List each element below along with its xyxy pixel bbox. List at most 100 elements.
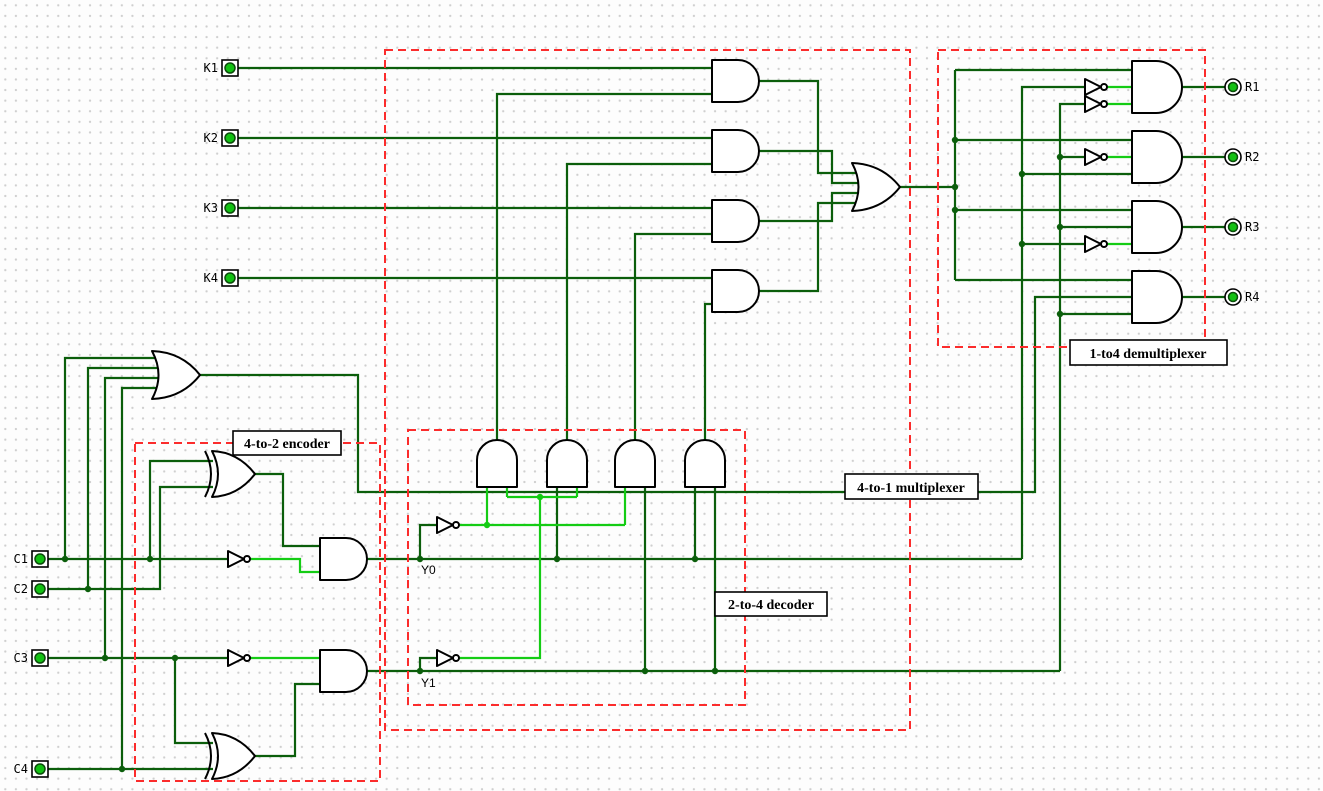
decoder-and-gate-3 — [614, 439, 656, 488]
demux-not-gate-2 — [1084, 95, 1108, 113]
wire — [418, 523, 437, 559]
pin-state-indicator — [34, 763, 46, 775]
wire — [103, 376, 162, 658]
input-pin-k2[interactable] — [221, 129, 239, 147]
mux-and-gate-3 — [711, 199, 760, 243]
pin-state-indicator — [34, 652, 46, 664]
pin-state-indicator — [1227, 151, 1239, 163]
wire — [63, 356, 162, 559]
pin-state-indicator — [34, 553, 46, 565]
encoder-xor-gate-top — [204, 450, 256, 498]
mux-and-gate-2 — [711, 129, 760, 173]
output-pin-r2 — [1224, 148, 1242, 166]
pin-label-c1: C1 — [14, 552, 28, 566]
input-pin-c3[interactable] — [31, 649, 49, 667]
decoder-boundary — [407, 429, 746, 706]
block-labels: 4-to-2 encoder 2-to-4 decoder 4-to-1 mul… — [232, 339, 1228, 617]
encoder-not-gate-c1 — [227, 550, 251, 568]
encoder-or-gate — [151, 350, 201, 400]
input-pin-k1[interactable] — [221, 59, 239, 77]
pin-state-indicator — [224, 202, 236, 214]
pin-label-k4: K4 — [204, 271, 218, 285]
pin-state-indicator — [34, 583, 46, 595]
demux-not-gate-1 — [1084, 78, 1108, 96]
input-pin-k4[interactable] — [221, 269, 239, 287]
encoder-and-gate-y1 — [319, 649, 368, 693]
output-pin-r1 — [1224, 78, 1242, 96]
decoder-and-gate-1 — [476, 439, 518, 488]
decoder-not-gate-y0 — [436, 516, 460, 534]
wire — [1020, 85, 1085, 559]
demux-and-gate-r2 — [1131, 130, 1183, 184]
wire — [759, 79, 860, 175]
pin-label-r4: R4 — [1245, 290, 1259, 304]
wire — [459, 497, 542, 660]
encoder-boundary — [134, 442, 381, 782]
junction-dots-high — [483, 493, 544, 529]
wire — [48, 485, 213, 591]
pin-state-indicator — [1227, 291, 1239, 303]
pin-label-c2: C2 — [14, 582, 28, 596]
wire — [633, 232, 714, 440]
pin-state-indicator — [224, 132, 236, 144]
input-pin-c4[interactable] — [31, 760, 49, 778]
demux-not-gate-3 — [1084, 148, 1108, 166]
pin-label-k2: K2 — [204, 131, 218, 145]
input-pin-c1[interactable] — [31, 550, 49, 568]
decoder-not-gate-y1 — [436, 649, 460, 667]
mux-and-gate-4 — [711, 269, 760, 313]
pin-label-k1: K1 — [204, 61, 218, 75]
block-label-multiplexer: 4-to-1 multiplexer — [844, 473, 979, 500]
junction-dots-low — [61, 136, 1064, 773]
pin-state-indicator — [1227, 221, 1239, 233]
block-label-decoder: 2-to-4 decoder — [714, 591, 828, 617]
pin-label-r2: R2 — [1245, 150, 1259, 164]
wire — [148, 459, 213, 559]
wire — [418, 656, 437, 671]
demux-and-gate-r4 — [1131, 270, 1183, 324]
encoder-xor-gate-bottom — [204, 732, 256, 780]
wires-low — [48, 66, 1225, 771]
demux-not-gate-4 — [1084, 235, 1108, 253]
output-pin-r3 — [1224, 218, 1242, 236]
wire — [120, 386, 162, 769]
wires-high — [250, 85, 1134, 660]
wire — [255, 682, 322, 758]
wire — [173, 658, 213, 745]
wire — [703, 302, 714, 440]
block-label-demultiplexer: 1-to4 demultiplexer — [1069, 339, 1228, 366]
net-label-y0: Y0 — [421, 563, 436, 577]
demux-and-gate-r1 — [1131, 60, 1183, 114]
decoder-label-text: 2-to-4 decoder — [728, 598, 814, 613]
wire — [495, 92, 714, 440]
encoder-label-text: 4-to-2 encoder — [244, 437, 330, 452]
pin-state-indicator — [224, 62, 236, 74]
decoder-and-gate-2 — [546, 439, 588, 488]
pin-label-r3: R3 — [1245, 220, 1259, 234]
encoder-not-gate-c3 — [227, 649, 251, 667]
wire — [255, 472, 322, 548]
wire — [200, 295, 1134, 494]
wire — [1058, 102, 1085, 671]
multiplexer-boundary — [384, 49, 911, 731]
wire — [759, 201, 860, 293]
pin-label-k3: K3 — [204, 201, 218, 215]
encoder-and-gate-y0 — [319, 537, 368, 581]
block-label-encoder: 4-to-2 encoder — [232, 430, 342, 456]
input-pin-k3[interactable] — [221, 199, 239, 217]
pin-label-c4: C4 — [14, 762, 28, 776]
pin-state-indicator — [1227, 81, 1239, 93]
net-label-y1: Y1 — [421, 676, 436, 690]
input-pin-c2[interactable] — [31, 580, 49, 598]
wire — [759, 191, 860, 223]
demultiplexer-label-text: 1-to4 demultiplexer — [1089, 347, 1206, 362]
decoder-and-gate-4 — [684, 439, 726, 488]
wire — [759, 149, 860, 185]
wire — [565, 162, 714, 440]
wire — [250, 557, 322, 574]
pin-state-indicator — [224, 272, 236, 284]
mux-and-gate-1 — [711, 59, 760, 103]
demultiplexer-boundary — [937, 49, 1206, 348]
multiplexer-label-text: 4-to-1 multiplexer — [857, 481, 965, 496]
